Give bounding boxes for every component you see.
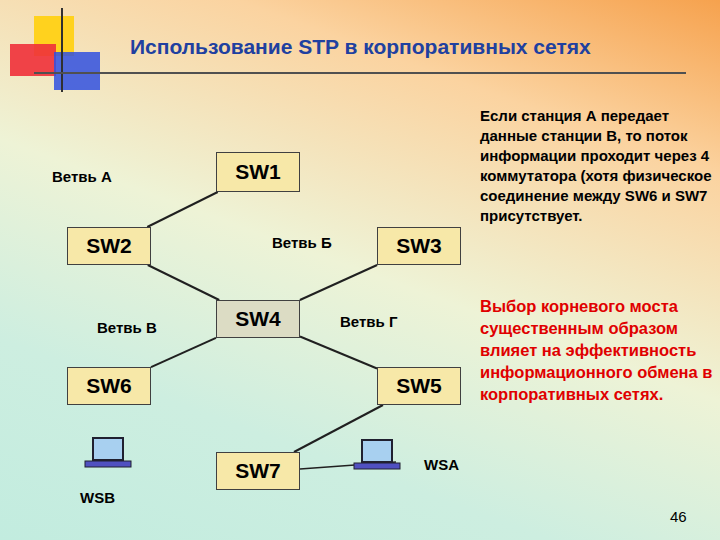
computer-icon [300, 440, 400, 469]
switch-box: SW6 [67, 367, 151, 405]
switch-box: SW7 [216, 452, 300, 490]
switch-box: SW2 [67, 227, 151, 265]
deco-line [61, 8, 63, 92]
computer-icon [85, 438, 131, 467]
branch-label: WSB [80, 489, 115, 506]
branch-label: Ветвь А [52, 168, 112, 185]
switch-name: SW2 [86, 234, 132, 258]
note-text: Если станция А передает данные станции В… [480, 106, 716, 226]
branch-label: Ветвь Б [272, 234, 332, 251]
switch-box: SW4 [216, 300, 300, 338]
network-link [300, 265, 377, 300]
deco-square [54, 52, 100, 90]
network-link [147, 192, 217, 227]
network-link [151, 338, 216, 367]
conclusion-text: Выбор корневого моста существенным образ… [480, 295, 716, 405]
switch-name: SW5 [396, 374, 442, 398]
branch-label: Ветвь Г [340, 313, 397, 330]
switch-name: SW1 [235, 160, 281, 184]
switch-name: SW3 [396, 234, 442, 258]
switch-box: SW3 [377, 227, 461, 265]
switch-name: SW7 [235, 459, 281, 483]
deco-square [10, 44, 56, 76]
title-rule [34, 72, 686, 74]
switch-box: SW1 [216, 152, 300, 192]
slide-number: 46 [670, 508, 687, 525]
switch-box: SW5 [377, 367, 461, 405]
branch-label: WSA [424, 456, 459, 473]
branch-label: Ветвь В [97, 319, 157, 336]
network-link [148, 265, 219, 300]
network-link [300, 336, 377, 368]
switch-name: SW6 [86, 374, 132, 398]
network-link [294, 405, 383, 452]
switch-name: SW4 [235, 307, 281, 331]
slide-title: Использование STP в корпоративных сетях [130, 35, 591, 59]
